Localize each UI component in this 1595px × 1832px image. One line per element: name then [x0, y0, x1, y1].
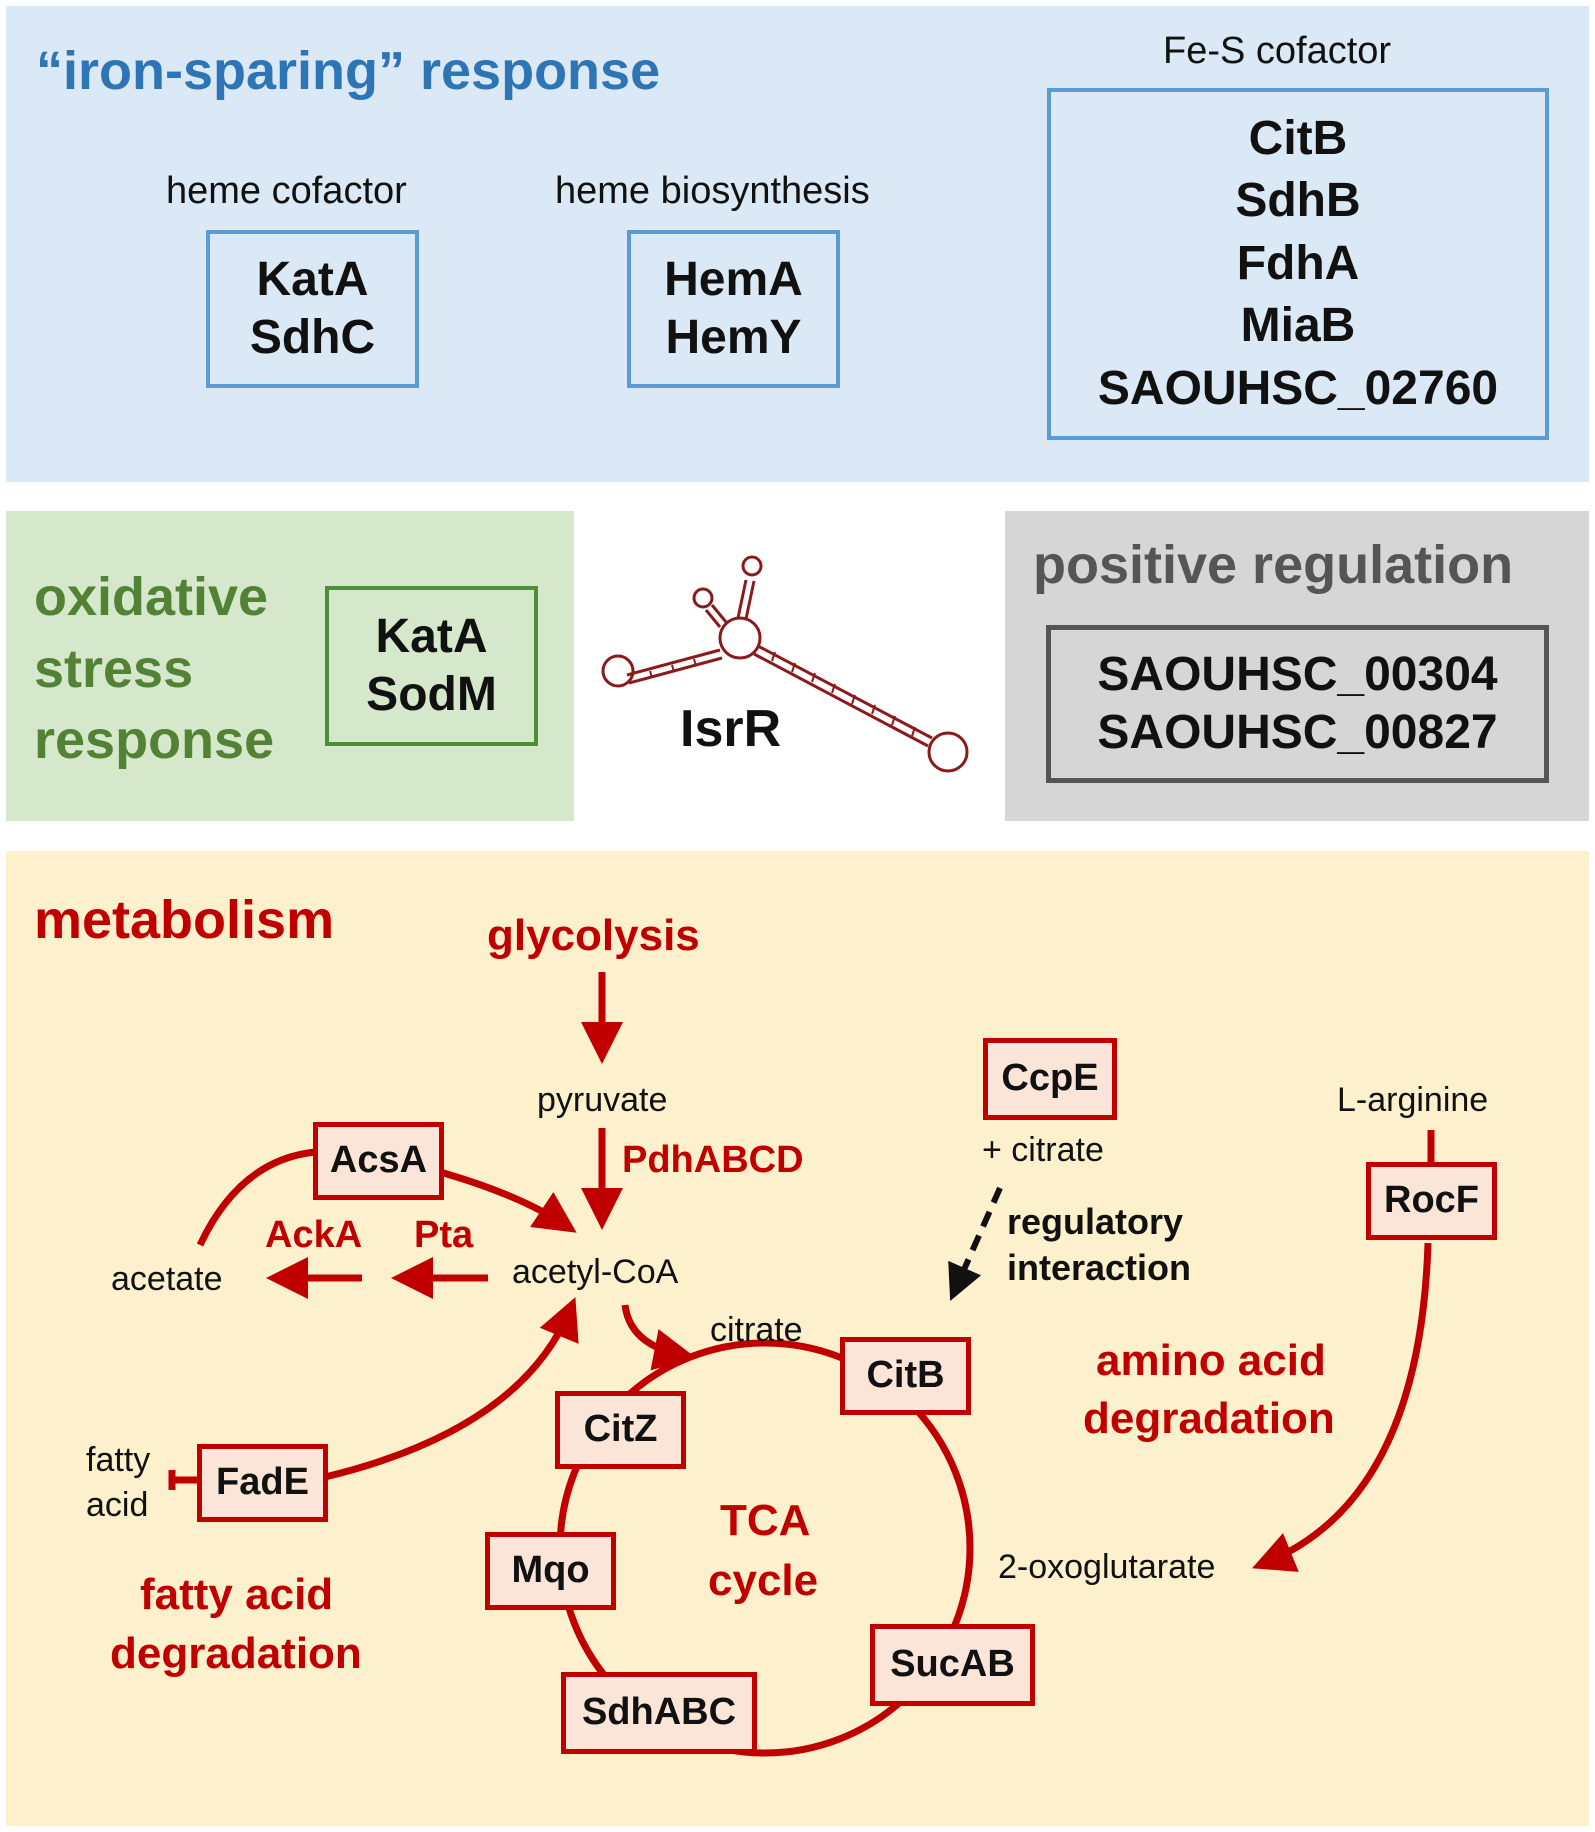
gene-label: CitB [866, 1354, 945, 1397]
gene-label: MiaB [1240, 299, 1356, 353]
tca-label-line: cycle [708, 1556, 819, 1605]
regulatory-interaction-line: interaction [1007, 1247, 1192, 1288]
heme-biosynthesis-label: heme biosynthesis [555, 170, 870, 212]
fatty-acid-label-line: acid [86, 1486, 149, 1524]
gene-label: SAOUHSC_00304 [1097, 648, 1498, 702]
gene-label: SodM [366, 668, 497, 721]
acka-label: AckA [265, 1214, 363, 1256]
gene-label: CitB [1248, 112, 1348, 166]
oxidative-title-line: response [34, 710, 275, 770]
mqo-box: Mqo [485, 1532, 616, 1610]
acetyl-coa-label: acetyl-CoA [512, 1253, 679, 1291]
gene-label: HemY [665, 311, 802, 364]
citrate-label: citrate [710, 1311, 803, 1349]
gene-label: FdhA [1236, 236, 1360, 290]
tca-label-line: TCA [720, 1496, 811, 1545]
fade-box: FadE [197, 1444, 328, 1522]
fes-cofactor-label: Fe-S cofactor [1163, 30, 1392, 72]
amino-acid-degradation-line: degradation [1083, 1394, 1335, 1443]
gene-label: RocF [1384, 1179, 1479, 1222]
metabolism-panel [6, 851, 1589, 1826]
fes-cofactor-box: CitB SdhB FdhA MiaB SAOUHSC_02760 [1047, 88, 1549, 440]
citb-box: CitB [840, 1337, 971, 1415]
rocf-box: RocF [1366, 1162, 1497, 1240]
gene-label: HemA [664, 253, 803, 307]
gene-label: SAOUHSC_02760 [1097, 361, 1499, 415]
gene-label: SdhC [249, 311, 376, 364]
iron-sparing-panel [6, 6, 1589, 482]
oxoglutarate-label: 2-oxoglutarate [998, 1548, 1216, 1586]
pyruvate-label: pyruvate [537, 1081, 668, 1119]
amino-acid-degradation-line: amino acid [1096, 1336, 1326, 1385]
pta-label: Pta [414, 1214, 474, 1256]
sdhabc-box: SdhABC [561, 1672, 757, 1754]
positive-regulation-panel [1005, 511, 1589, 821]
gene-label: Mqo [511, 1549, 590, 1592]
heme-biosynthesis-box: HemA HemY [627, 230, 840, 388]
gene-label: SdhABC [581, 1691, 737, 1734]
acetate-label: acetate [111, 1260, 223, 1298]
iron-sparing-title: “iron-sparing” response [36, 41, 661, 101]
fatty-acid-label-line: fatty [86, 1441, 151, 1479]
glycolysis-label: glycolysis [487, 911, 700, 960]
gene-label: CcpE [1001, 1057, 1099, 1100]
gene-label: KatA [375, 610, 488, 664]
oxidative-gene-box: KatA SodM [325, 586, 538, 746]
gene-label: SucAB [890, 1643, 1015, 1686]
oxidative-title-line: oxidative [34, 567, 269, 627]
heme-cofactor-label: heme cofactor [166, 170, 407, 212]
pdhabcd-label: PdhABCD [622, 1139, 804, 1181]
gene-label: SdhB [1235, 174, 1361, 228]
l-arginine-label: L-arginine [1337, 1081, 1489, 1119]
ccpe-box: CcpE [983, 1038, 1117, 1120]
plus-citrate-label: + citrate [982, 1131, 1104, 1169]
citz-box: CitZ [555, 1391, 686, 1469]
gene-label: KatA [256, 253, 369, 307]
positive-regulation-title: positive regulation [1033, 535, 1514, 595]
acsa-box: AcsA [313, 1122, 444, 1200]
gene-label: FadE [216, 1461, 309, 1504]
gene-label: AcsA [329, 1139, 428, 1182]
positive-regulation-box: SAOUHSC_00304 SAOUHSC_00827 [1046, 625, 1549, 783]
isrr-label: IsrR [680, 700, 782, 758]
oxidative-title-line: stress [34, 639, 194, 699]
oxidative-stress-panel [6, 511, 574, 821]
heme-cofactor-box: KatA SdhC [206, 230, 419, 388]
regulatory-interaction-line: regulatory [1007, 1201, 1184, 1242]
gene-label: CitZ [583, 1408, 658, 1451]
metabolism-title: metabolism [34, 890, 335, 950]
sucab-box: SucAB [870, 1624, 1035, 1706]
fatty-acid-degradation-line: degradation [110, 1629, 362, 1678]
fatty-acid-degradation-line: fatty acid [140, 1570, 334, 1619]
gene-label: SAOUHSC_00827 [1097, 706, 1498, 759]
